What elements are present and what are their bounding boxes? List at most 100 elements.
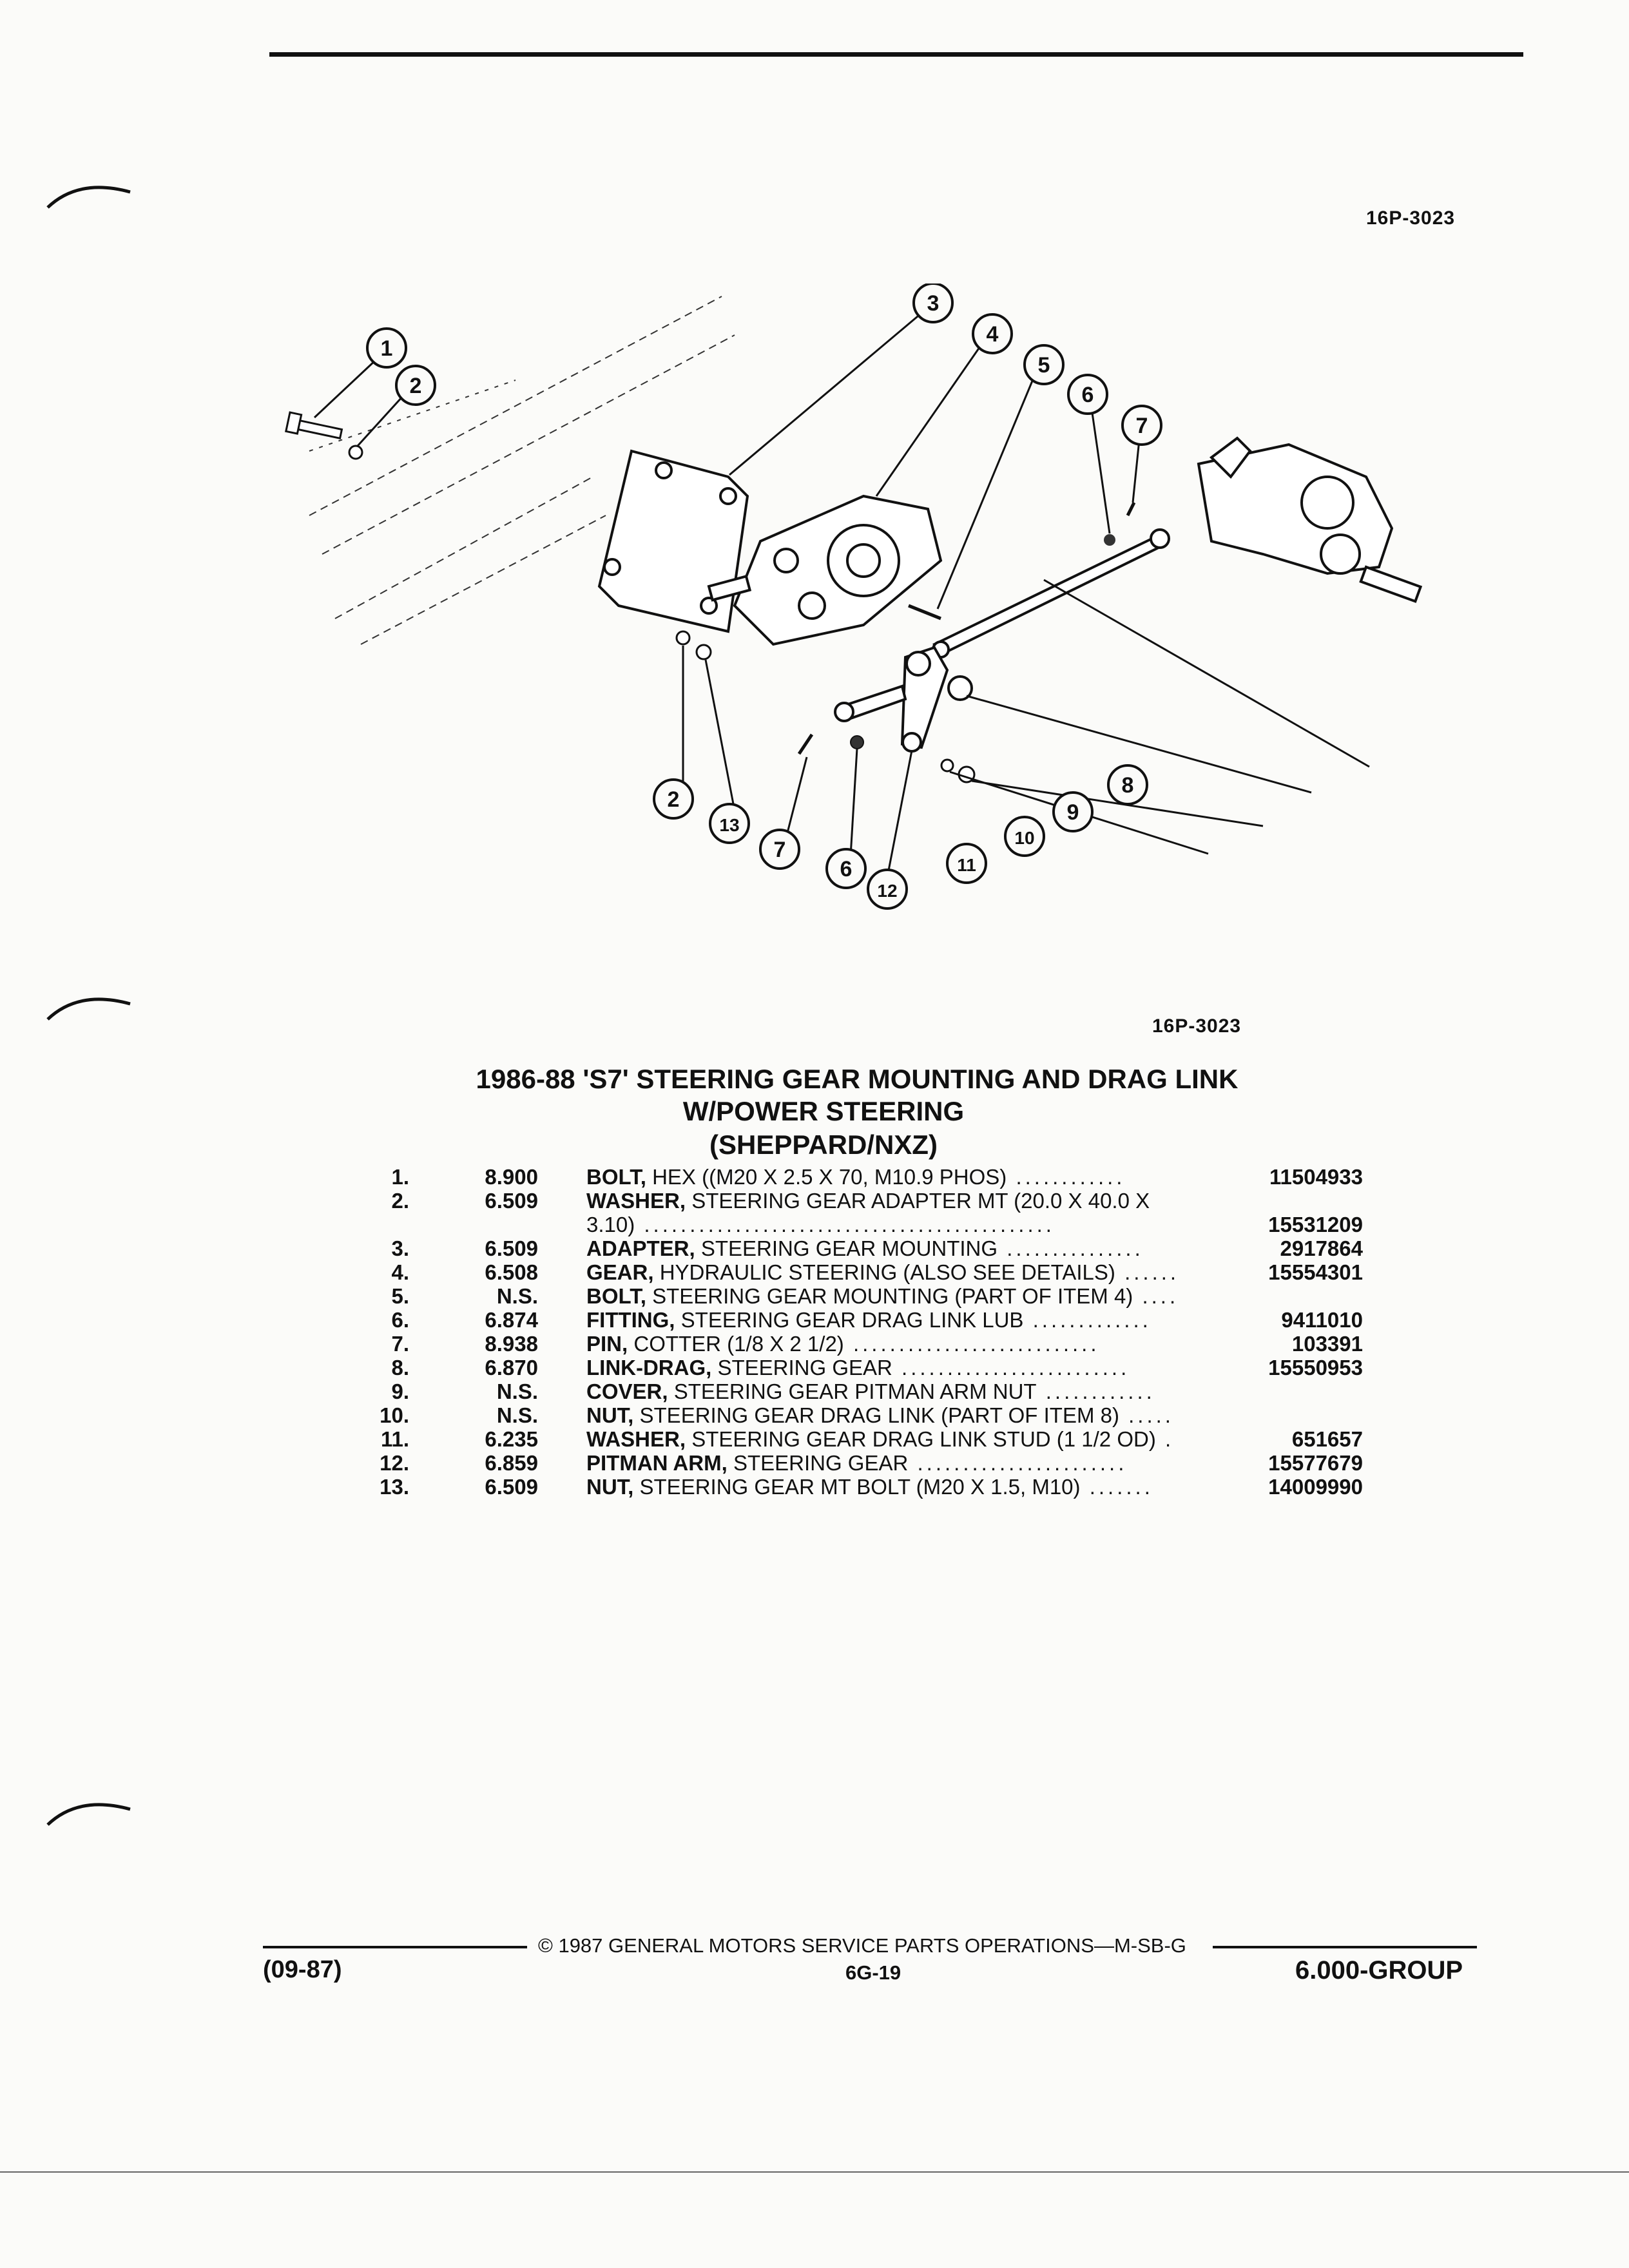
part-name: PITMAN ARM,	[586, 1451, 728, 1475]
catalog-reference: 6.859	[485, 1451, 538, 1475]
leader-dots: ...............	[998, 1236, 1144, 1260]
pitman-arm-part	[834, 646, 949, 753]
fitting-part	[850, 735, 864, 749]
leader-dots: .............	[1023, 1308, 1152, 1332]
scan-edge-line	[0, 2171, 1629, 2173]
part-detail: STEERING GEAR DRAG LINK STUD (1 1/2 OD)	[691, 1427, 1156, 1451]
margin-mark-icon	[46, 186, 131, 209]
catalog-reference: 6.509	[485, 1475, 538, 1499]
svg-text:13: 13	[719, 815, 739, 835]
part-detail-continued: 3.10)	[586, 1213, 635, 1236]
catalog-reference: 6.509	[485, 1236, 538, 1260]
mounting-bolt-part	[908, 604, 941, 620]
leader-dots: ............	[1007, 1165, 1126, 1189]
callout-7: 7	[1121, 405, 1162, 446]
cover-part	[947, 675, 973, 701]
callout-2: 2	[395, 365, 436, 406]
part-description: PIN, COTTER (1/8 X 2 1/2) ..............…	[586, 1332, 1231, 1356]
part-number: 15577679	[1268, 1451, 1363, 1475]
part-detail: STEERING GEAR	[717, 1356, 892, 1379]
table-row: 13. 6.509 NUT, STEERING GEAR MT BOLT (M20 …	[358, 1475, 1363, 1499]
steering-gear-adapter-part	[597, 449, 749, 633]
margin-mark-icon	[46, 1803, 131, 1826]
part-description: COVER, STEERING GEAR PITMAN ARM NUT ....…	[586, 1379, 1231, 1403]
part-name: BOLT,	[586, 1165, 646, 1189]
item-number: 3.	[391, 1236, 409, 1260]
top-rule	[269, 52, 1523, 57]
part-description: BOLT, STEERING GEAR MOUNTING (PART OF IT…	[586, 1284, 1231, 1308]
part-description: NUT, STEERING GEAR MT BOLT (M20 X 1.5, M…	[586, 1475, 1231, 1499]
leader-dots: .....	[1119, 1403, 1174, 1427]
revision-date: (09-87)	[263, 1956, 342, 1983]
part-name: NUT,	[586, 1475, 634, 1499]
item-number: 1.	[391, 1165, 409, 1189]
part-description: NUT, STEERING GEAR DRAG LINK (PART OF IT…	[586, 1403, 1231, 1427]
svg-text:9: 9	[1067, 800, 1079, 825]
washer-part	[675, 630, 691, 646]
svg-text:2: 2	[668, 787, 680, 812]
part-number: 651657	[1291, 1427, 1363, 1451]
part-detail: STEERING GEAR ADAPTER MT (20.0 X 40.0 X	[691, 1189, 1150, 1213]
catalog-reference: N.S.	[496, 1379, 538, 1403]
cotter-pin-part	[797, 733, 814, 755]
frame-rail-outline	[309, 296, 735, 645]
part-number: 15554301	[1268, 1260, 1363, 1284]
part-description: WASHER, STEERING GEAR ADAPTER MT (20.0 X…	[586, 1189, 1231, 1236]
group-code: 6.000-GROUP	[1295, 1956, 1463, 1984]
drag-link-part	[932, 528, 1170, 658]
part-description: PITMAN ARM, STEERING GEAR ..............…	[586, 1451, 1231, 1475]
svg-text:1: 1	[381, 336, 393, 361]
callout-6: 6	[825, 848, 867, 889]
page-title: 1986-88 'S7' STEERING GEAR MOUNTING AND …	[476, 1064, 1239, 1094]
leader-dots: .........................	[892, 1356, 1130, 1379]
washer-part	[348, 445, 363, 460]
svg-text:10: 10	[1014, 828, 1034, 848]
part-name: WASHER,	[586, 1189, 686, 1213]
svg-text:7: 7	[1136, 414, 1148, 438]
margin-mark-icon	[46, 997, 131, 1021]
figure-code-header: 16P-3023	[1366, 207, 1456, 229]
callout-1: 1	[366, 327, 407, 369]
leader-dots: ......	[1115, 1260, 1180, 1284]
item-number: 5.	[391, 1284, 409, 1308]
part-detail: HEX ((M20 X 2.5 X 70, M10.9 PHOS)	[652, 1165, 1007, 1189]
leader-dots: .......	[1080, 1475, 1153, 1499]
part-name: ADAPTER,	[586, 1236, 695, 1260]
svg-text:8: 8	[1122, 773, 1134, 798]
catalog-reference: N.S.	[496, 1403, 538, 1427]
callout-7: 7	[759, 829, 800, 870]
callout-4: 4	[972, 313, 1013, 354]
leader-dots: .......................	[908, 1451, 1128, 1475]
part-number: 14009990	[1268, 1475, 1363, 1499]
part-detail: STEERING GEAR MOUNTING (PART OF ITEM 4)	[652, 1284, 1133, 1308]
item-number: 10.	[380, 1403, 409, 1427]
part-number: 2917864	[1280, 1236, 1363, 1260]
item-number: 2.	[391, 1189, 409, 1213]
catalog-reference: N.S.	[496, 1284, 538, 1308]
part-description: FITTING, STEERING GEAR DRAG LINK LUB ...…	[586, 1308, 1231, 1332]
part-description: LINK-DRAG, STEERING GEAR ...............…	[586, 1356, 1231, 1379]
callout-11: 11	[946, 843, 987, 884]
part-number: 15531209	[1268, 1213, 1363, 1236]
svg-text:3: 3	[927, 291, 940, 316]
cotter-pin-part	[1126, 501, 1136, 517]
catalog-reference: 6.870	[485, 1356, 538, 1379]
part-detail: STEERING GEAR MT BOLT (M20 X 1.5, M10)	[639, 1475, 1081, 1499]
footer-rule-left	[263, 1946, 527, 1948]
hydraulic-steering-gear-part	[707, 494, 943, 646]
item-number: 13.	[380, 1475, 409, 1499]
svg-text:2: 2	[410, 374, 422, 398]
fitting-part	[1104, 534, 1115, 546]
svg-text:6: 6	[840, 857, 853, 881]
part-detail: STEERING GEAR DRAG LINK (PART OF ITEM 8)	[639, 1403, 1119, 1427]
item-number: 12.	[380, 1451, 409, 1475]
part-name: PIN,	[586, 1332, 628, 1356]
